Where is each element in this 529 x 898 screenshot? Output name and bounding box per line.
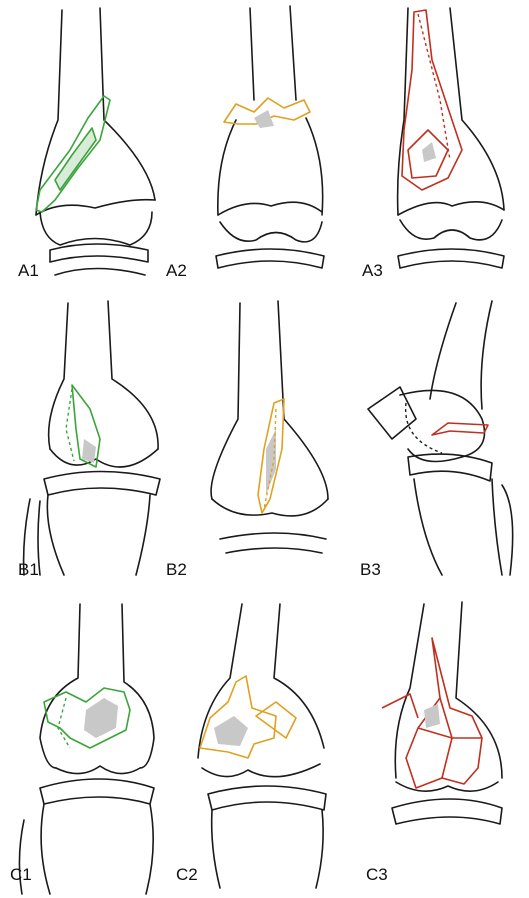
femur-drawing-c3 — [352, 598, 528, 897]
panel-label: C3 — [366, 866, 388, 883]
panel-b2: B2 — [176, 299, 352, 598]
femur-drawing-a2 — [176, 0, 352, 299]
femur-drawing-c1 — [0, 598, 176, 897]
panel-label: A1 — [18, 262, 39, 279]
panel-a1: A1 — [0, 0, 176, 299]
femur-drawing-a1 — [0, 0, 176, 299]
panel-a2: A2 — [176, 0, 352, 299]
panel-c1: C1 — [0, 598, 176, 897]
panel-b1: B1 — [0, 299, 176, 598]
panel-label: B2 — [166, 561, 187, 578]
femur-drawing-b2 — [176, 299, 352, 598]
panel-label: B3 — [360, 561, 381, 578]
panel-label: B1 — [18, 561, 39, 578]
panel-label: A3 — [362, 262, 383, 279]
panel-c3: C3 — [352, 598, 528, 897]
femur-drawing-b3 — [352, 299, 528, 598]
panel-a3: A3 — [352, 0, 528, 299]
panel-label: A2 — [166, 262, 187, 279]
femur-drawing-a3 — [352, 0, 528, 299]
femur-drawing-c2 — [176, 598, 352, 897]
femur-drawing-b1 — [0, 299, 176, 598]
panel-b3: B3 — [352, 299, 528, 598]
panel-label: C1 — [10, 866, 32, 883]
fracture-fragment-b3 — [432, 423, 488, 435]
panel-c2: C2 — [176, 598, 352, 897]
panel-label: C2 — [176, 866, 198, 883]
